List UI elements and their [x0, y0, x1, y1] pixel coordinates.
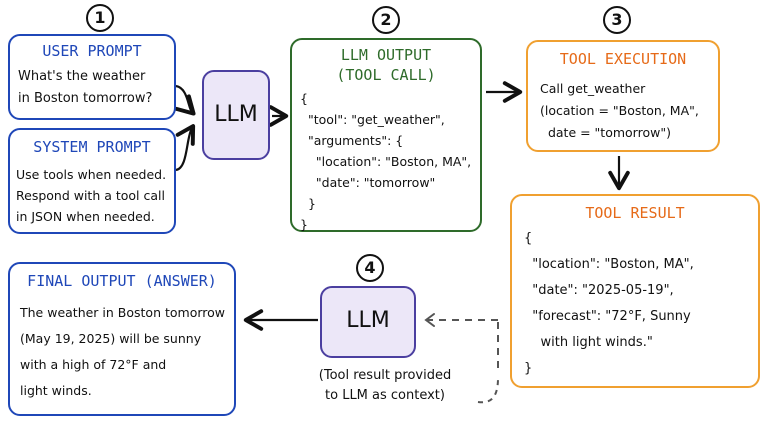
- user-prompt-box: USER PROMPT What's the weather in Boston…: [8, 34, 176, 120]
- step-4-badge: 4: [356, 254, 384, 282]
- context-note: (Tool result provided to LLM as context): [318, 368, 452, 403]
- system-prompt-title: SYSTEM PROMPT: [33, 138, 151, 156]
- final-output-text: The weather in Boston tomorrow (May 19, …: [20, 305, 225, 398]
- llm-box-final: LLM: [320, 286, 416, 358]
- tool-result-title: TOOL RESULT: [585, 204, 685, 222]
- arrow-result-to-llm-head: [424, 313, 435, 327]
- tool-result-box: TOOL RESULT { "location": "Boston, MA", …: [510, 194, 760, 388]
- dashed-note-tail: [477, 377, 499, 404]
- user-prompt-text: What's the weather in Boston tomorrow?: [18, 69, 153, 106]
- user-prompt-title: USER PROMPT: [42, 42, 142, 60]
- arrow-result-to-llm-dashed: [426, 319, 499, 372]
- final-output-title: FINAL OUTPUT (ANSWER): [27, 272, 217, 290]
- tool-execution-box: TOOL EXECUTION Call get_weather (locatio…: [526, 40, 720, 152]
- tool-result-json: { "location": "Boston, MA", "date": "202…: [524, 231, 694, 376]
- llm-output-title: LLM OUTPUT: [340, 46, 432, 64]
- tool-execution-text: Call get_weather (location = "Boston, MA…: [540, 81, 699, 140]
- system-prompt-box: SYSTEM PROMPT Use tools when needed. Res…: [8, 128, 176, 234]
- system-prompt-text: Use tools when needed. Respond with a to…: [16, 167, 167, 224]
- tool-call-json: { "tool": "get_weather", "arguments": { …: [300, 91, 472, 232]
- step-2-badge: 2: [372, 6, 400, 34]
- llm-output-box: LLM OUTPUT (TOOL CALL) { "tool": "get_we…: [290, 38, 482, 232]
- tool-execution-title: TOOL EXECUTION: [559, 50, 687, 68]
- step-3-badge: 3: [603, 6, 631, 34]
- llm-label-initial: LLM: [214, 102, 258, 127]
- llm-output-subtitle: (TOOL CALL): [336, 66, 436, 84]
- llm-box-initial: LLM: [202, 70, 270, 160]
- arrow-system-to-llm: [175, 124, 196, 172]
- llm-label-final: LLM: [346, 308, 390, 333]
- step-1-badge: 1: [86, 4, 114, 32]
- arrow-user-to-llm: [174, 84, 196, 116]
- final-output-box: FINAL OUTPUT (ANSWER) The weather in Bos…: [8, 262, 236, 416]
